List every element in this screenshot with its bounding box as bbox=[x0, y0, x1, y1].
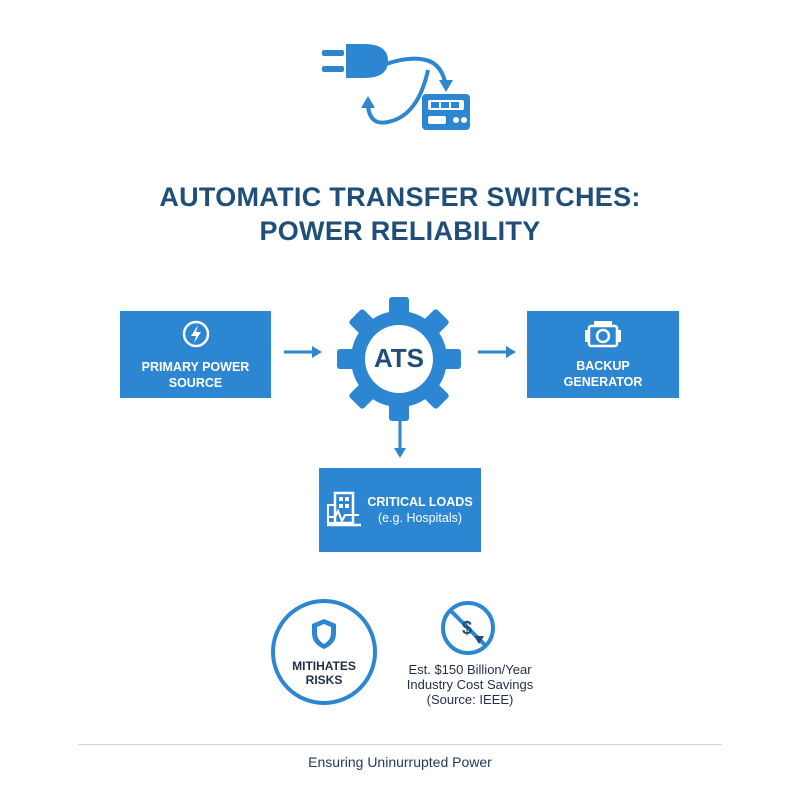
no-dollar-icon: $ bbox=[440, 600, 496, 661]
mitigates-risks-label: MITIHATES bbox=[292, 658, 356, 673]
svg-text:$: $ bbox=[462, 618, 472, 638]
ats-gear-node: ATS bbox=[334, 294, 464, 424]
plug-generator-icon bbox=[318, 36, 478, 136]
lightning-icon bbox=[181, 319, 211, 353]
critical-loads-example: (e.g. Hospitals) bbox=[377, 511, 463, 525]
page-title-line1: AUTOMATIC TRANSFER SWITCHES: bbox=[159, 182, 641, 212]
arrow-ats-to-loads bbox=[392, 420, 408, 465]
mitigates-risks-badge: MITIHATES RISKS bbox=[271, 599, 377, 705]
gear-icon bbox=[337, 297, 461, 421]
arrow-primary-to-ats bbox=[284, 344, 324, 365]
primary-power-source-label: PRIMARY POWER SOURCE bbox=[141, 359, 250, 390]
ats-label: ATS bbox=[373, 343, 425, 373]
mitigates-risks-label-2: RISKS bbox=[305, 672, 343, 687]
footer-divider bbox=[78, 744, 722, 745]
critical-loads-node: CRITICAL LOADS (e.g. Hospitals) bbox=[319, 468, 481, 552]
page-title-line2: POWER RELIABILITY bbox=[259, 216, 541, 246]
cost-savings-text: Est. $150 Billion/Year Industry Cost Sav… bbox=[406, 662, 534, 707]
footer-tagline: Ensuring Uninurrupted Power bbox=[308, 754, 492, 770]
backup-generator-node: BACKUP GENERATOR bbox=[527, 311, 679, 398]
primary-power-source-node: PRIMARY POWER SOURCE bbox=[120, 311, 271, 398]
backup-generator-label: BACKUP GENERATOR bbox=[563, 358, 643, 389]
critical-loads-label: CRITICAL LOADS bbox=[367, 495, 473, 509]
generator-icon bbox=[585, 320, 621, 352]
arrow-ats-to-backup bbox=[478, 344, 518, 365]
building-icon bbox=[327, 491, 362, 531]
shield-icon bbox=[310, 618, 338, 655]
